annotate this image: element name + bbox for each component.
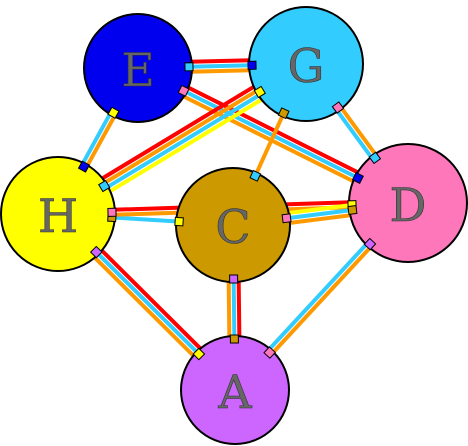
edge-line-E-G-0 (189, 58, 251, 64)
port-G-D (331, 101, 345, 114)
node-E[interactable]: E (83, 13, 194, 123)
port-E-H (107, 106, 120, 119)
port-C-G (249, 169, 262, 182)
port-A-D (263, 346, 276, 359)
edge-E-G (189, 58, 252, 74)
edge-H-A (92, 247, 204, 359)
edge-line-G-D-0 (338, 105, 378, 157)
edge-line-C-D-0 (286, 203, 352, 216)
edge-line-C-D-1 (287, 208, 352, 221)
port-G-E (247, 60, 257, 70)
edge-line-H-A-0 (99, 247, 204, 352)
port-C-A (229, 274, 239, 284)
edge-line-G-H-0 (107, 97, 264, 194)
edge-G-C (253, 113, 286, 176)
port-C-D (281, 213, 292, 224)
edge-line-D-A-0 (270, 245, 373, 355)
edge-E-H (80, 111, 117, 168)
edge-line-G-D-1 (334, 108, 374, 160)
node-label-G: G (288, 39, 325, 93)
edge-line-E-D-1 (183, 89, 358, 180)
edge-G-D (334, 105, 378, 160)
edge-line-C-D-2 (287, 213, 353, 226)
edge-line-E-H-0 (84, 113, 117, 168)
edge-C-D (286, 203, 353, 226)
edge-line-C-A-2 (226, 280, 232, 339)
edge-line-H-C-0 (112, 215, 179, 224)
edge-line-D-A-1 (267, 241, 369, 352)
edge-line-G-H-1 (105, 92, 262, 190)
port-H-D (107, 207, 117, 217)
edge-line-E-D-0 (185, 84, 361, 175)
port-G-H (253, 85, 266, 99)
port-H-E (77, 160, 91, 173)
edge-line-E-G-2 (190, 68, 252, 74)
node-D[interactable]: D (347, 143, 468, 263)
nodes-layer: E G H C D A (0, 6, 468, 445)
port-A-H (192, 347, 206, 361)
port-D-G (368, 151, 382, 165)
edge-line-G-C-0 (253, 113, 286, 176)
edge-line-E-H-1 (80, 111, 113, 166)
node-label-D: D (390, 178, 427, 232)
edge-line-G-H-3 (100, 84, 257, 181)
edge-H-C (112, 215, 179, 224)
port-D-C (347, 204, 358, 216)
edge-line-H-A-1 (95, 251, 200, 355)
node-label-H: H (38, 189, 78, 243)
port-D-E (351, 171, 364, 184)
edge-C-A (226, 279, 242, 339)
edge-E-D (181, 84, 361, 184)
port-H-G (98, 179, 111, 193)
edge-line-H-A-2 (92, 254, 197, 359)
port-E-D (177, 84, 190, 97)
edge-line-E-G-1 (189, 63, 252, 69)
port-E-G (184, 62, 194, 72)
edge-line-C-A-1 (231, 279, 237, 339)
node-label-C: C (215, 200, 250, 254)
port-C-H (174, 216, 184, 227)
node-C[interactable]: C (174, 167, 292, 284)
edge-line-G-H-2 (102, 88, 259, 186)
port-H-A (89, 245, 103, 259)
port-A-C (229, 334, 239, 344)
port-G-C (277, 107, 290, 120)
node-A[interactable]: A (180, 334, 290, 445)
port-D-A (363, 237, 377, 251)
node-G[interactable]: G (247, 6, 364, 122)
node-label-E: E (121, 43, 155, 97)
edge-line-C-A-0 (236, 279, 242, 338)
node-H[interactable]: H (0, 156, 117, 272)
node-label-A: A (217, 365, 252, 419)
edge-D-A (267, 241, 373, 355)
edge-line-E-D-2 (181, 93, 356, 184)
edge-G-H (100, 84, 264, 194)
